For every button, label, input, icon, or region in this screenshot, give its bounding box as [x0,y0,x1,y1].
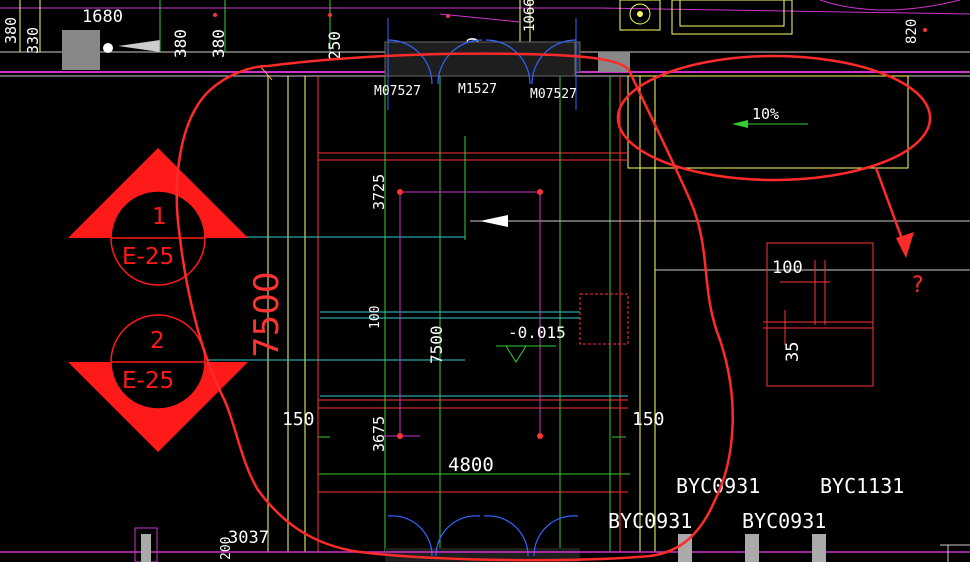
label-200: 200 [219,537,234,560]
window-label: BYC0931 [742,509,826,533]
section-number: 2 [150,328,165,354]
dim-top-380b: 380 [209,29,228,58]
markup-annotations: ? [175,52,932,562]
dim-overall-7500: 7500 [247,271,287,358]
markup-loop [175,52,734,562]
markup-ellipse [616,54,932,182]
section-marker-2: 2 E-25 [68,314,248,452]
window-label: BYC0931 [608,509,692,533]
window-labels: BYC0931 BYC1131 BYC0931 BYC0931 [608,474,904,533]
dim-top-250: 250 [325,31,344,60]
doors-top: M07527 M1527 M07527 [374,18,577,110]
door-swing [387,39,433,85]
window-label: BYC1131 [820,474,904,498]
flow-arrow [480,215,508,227]
dim-150-left: 150 [282,409,315,430]
elevation-label: -0.015 [508,323,566,342]
dimension-labels: 7500 7500 3725 3675 100 4800 150 150 -0.… [247,105,779,476]
dim-top-1680: 1680 [82,7,123,27]
detail-box: 100 35 [763,242,874,387]
detail-dim-100: 100 [772,258,803,278]
dim-100: 100 [368,306,383,329]
door-swing [533,515,579,557]
stair-arrow [118,40,160,52]
dim-4800: 4800 [448,454,494,476]
dim-inner-7500: 7500 [427,325,446,364]
section-ref: E-25 [122,368,174,394]
door-label-left: M07527 [374,84,421,99]
dim-150-right: 150 [632,409,665,430]
door-swing [531,39,577,85]
dim-3725: 3725 [370,174,388,210]
door-label-right: M07527 [530,87,577,102]
drain-box [579,293,629,345]
plan-lines [200,65,970,552]
roof-box [627,75,909,169]
door-label-mid: M1527 [458,82,497,97]
dim-top-820: 820 [904,19,920,44]
column-block [62,30,100,70]
markup-arrowhead [896,232,914,258]
slope-label: 10% [752,105,779,123]
door-swing [435,515,481,557]
label-3037: 3037 [228,528,269,548]
section-marker-1: 1 E-25 [68,148,248,286]
detail-dim-35: 35 [783,342,803,362]
doors-bottom [385,515,580,562]
door-swing [387,515,433,557]
section-ref: E-25 [122,244,174,270]
door-swing [483,515,529,557]
dim-top-380c: 380 [2,17,20,44]
dim-top-330: 330 [24,27,42,54]
bottom-strip: 3037 200 [0,527,970,562]
dim-3675: 3675 [370,416,388,452]
marker-dot [103,43,113,53]
slope-arrow [732,120,748,128]
dim-top-1066: 1066 [522,0,538,32]
markup-question: ? [912,273,924,298]
dim-top-380: 380 [171,29,190,58]
elevation-marker [505,345,527,363]
section-number: 1 [152,204,167,230]
